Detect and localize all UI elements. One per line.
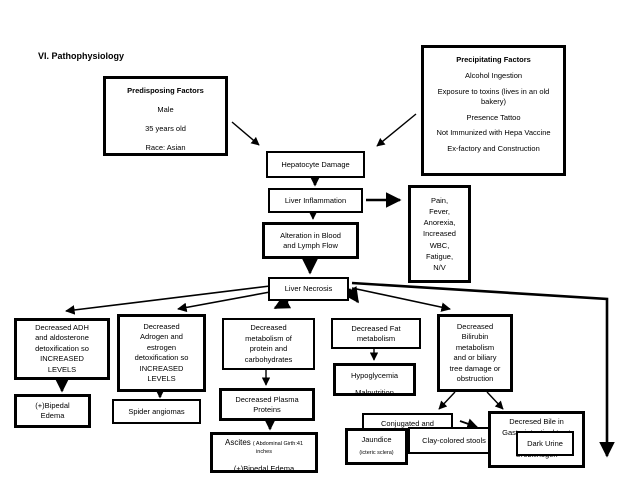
spider-angiomas-box: Spider angiomas (112, 399, 201, 424)
box-text: Decreased Fat metabolism (351, 323, 401, 343)
box-text: Pain, Fever, Anorexia, Increased WBC, Fa… (423, 195, 456, 273)
arrow-necrosis-to-bilirubin (351, 287, 451, 312)
decreased-plasma-proteins-box: Decreased Plasma Proteins (219, 388, 315, 421)
box-text: Liver Inflammation (284, 195, 347, 205)
arrow-bilirubin-to-conjugated (438, 391, 456, 410)
box-text: Conjugated and (381, 419, 434, 428)
jaundice-box: Jaundice (icteric sclera) (345, 428, 408, 465)
box-text: Dark Urine (527, 438, 563, 448)
decreased-fat-metabolism-box: Decreased Fat metabolism (331, 318, 421, 349)
box-text: Hepatocyte Damage (281, 159, 350, 169)
box-text: 35 years old (145, 123, 186, 133)
liver-necrosis-box: Liver Necrosis (268, 277, 349, 301)
box-subtext: (icteric sclera) (359, 450, 394, 457)
decreased-bilirubin-box: Decreased Bilirubin metabolism and or bi… (437, 314, 513, 392)
box-text-clipped: Malnutrition (355, 387, 394, 396)
arrow-necrosis-long-right (351, 281, 615, 458)
decreased-androgen-estrogen-box: Decreased Adrogen and estrogen detoxific… (117, 314, 206, 392)
arrow-precipitating-to-hepatocyte (376, 113, 417, 147)
box-text: Liver Necrosis (284, 284, 333, 294)
bipedal-edema-box: (+)Bipedal Edema (14, 394, 91, 428)
box-text: Exposure to toxins (lives in an old bake… (437, 86, 550, 106)
predisposing-factors-box: Predisposing Factors Male 35 years old R… (103, 76, 228, 156)
ascites-girth-unit: inches (256, 448, 272, 455)
box-text: Male (157, 104, 174, 114)
ascites-label: Ascites (224, 438, 251, 447)
page-title: VI. Pathophysiology (38, 51, 125, 61)
box-text: Spider angiomas (128, 406, 185, 416)
ascites-box: Ascites ( Abdominal Girth:41 inches (+)B… (210, 432, 318, 473)
box-text: Jaundice (361, 435, 392, 445)
box-text: Hypoglycemia (350, 371, 399, 380)
box-text: Decreased ADH and aldosterone detoxifica… (35, 322, 89, 374)
precipitating-factors-box: Precipitating Factors Alcohol Ingestion … (421, 45, 566, 176)
arrow-bilirubin-to-bile (486, 391, 504, 410)
systemic-symptoms-box: Pain, Fever, Anorexia, Increased WBC, Fa… (408, 185, 471, 283)
box-header: Precipitating Factors (456, 55, 531, 64)
arrow-necrosis-to-protein-metabolism (273, 294, 292, 310)
box-text: (+)Bipedal Edema (35, 401, 70, 420)
box-text: Ascites ( Abdominal Girth:41 (225, 438, 303, 449)
arrow-necrosis-to-adh (65, 285, 271, 315)
box-header: Predisposing Factors (127, 86, 204, 95)
arrow-predisposing-to-hepatocyte (231, 121, 260, 146)
box-text: Alteration in Blood and Lymph Flow (280, 230, 341, 250)
box-text: Race: Asian (145, 142, 186, 152)
box-text: Clay-colored stools (422, 435, 486, 445)
hypoglycemia-box: Hypoglycemia Malnutrition (333, 363, 416, 396)
box-text: Decreased Bilirubin metabolism and or bi… (449, 321, 501, 384)
box-text: Decreased Adrogen and estrogen detoxific… (134, 321, 189, 384)
box-text: Alcohol Ingestion (464, 70, 523, 80)
alteration-blood-lymph-box: Alteration in Blood and Lymph Flow (262, 222, 359, 259)
arrow-necrosis-to-fat-metabolism (343, 286, 360, 304)
ascites-girth-detail: ( Abdominal Girth:41 (252, 441, 304, 447)
decreased-adh-box: Decreased ADH and aldosterone detoxifica… (14, 318, 110, 380)
box-text: Ex-factory and Construction (447, 144, 540, 154)
arrow-necrosis-to-androgen (177, 291, 271, 313)
hepatocyte-damage-box: Hepatocyte Damage (266, 151, 365, 178)
decreased-protein-metabolism-box: Decreased metabolism of protein and carb… (222, 318, 315, 370)
liver-inflammation-box: Liver Inflammation (268, 188, 363, 213)
box-text: Decreased Plasma Proteins (235, 394, 299, 414)
dark-urine-box: Dark Urine (516, 431, 574, 456)
box-text-clipped: (+)Bipedal Edema (233, 463, 295, 473)
box-text: Not Immunized with Hepa Vaccine (436, 128, 551, 138)
clay-colored-stools-box: Clay-colored stools (408, 427, 500, 454)
box-text: Decreased metabolism of protein and carb… (244, 323, 293, 364)
box-text: Presence Tattoo (466, 112, 521, 122)
